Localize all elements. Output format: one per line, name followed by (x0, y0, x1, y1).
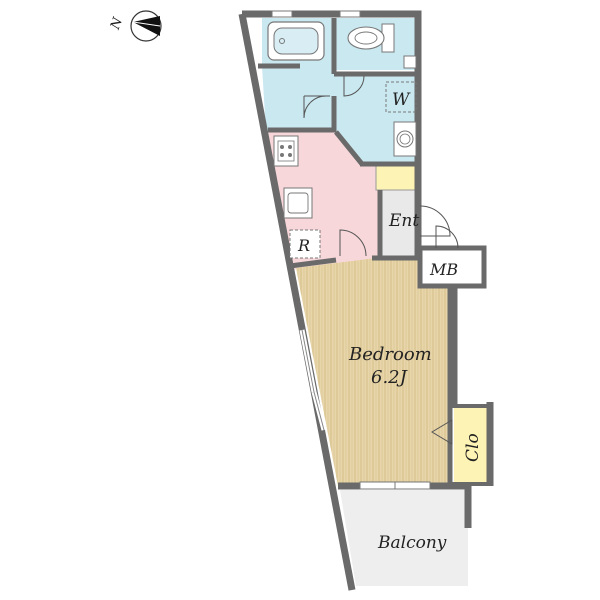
washing-machine-space: W (385, 81, 417, 113)
bedroom-area (296, 258, 450, 486)
washbasin-icon (393, 121, 417, 157)
washroom-label: W (392, 90, 411, 110)
balcony-area (340, 490, 468, 586)
toilet-icon (347, 23, 395, 53)
shoe-cabinet (375, 165, 419, 191)
bedroom-label: Bedroom (348, 344, 432, 365)
refrigerator-label: R (297, 236, 310, 255)
bedroom-size: 6.2J (371, 367, 409, 388)
interior-walls (258, 18, 492, 486)
north-arrow-icon: N (108, 10, 162, 42)
balcony-label: Balcony (377, 533, 447, 553)
meter-box-outline (417, 245, 487, 289)
meter-box-label: MB (429, 260, 458, 279)
closet-label: Clo (463, 433, 483, 462)
stove-icon (273, 135, 299, 167)
doors (303, 75, 459, 445)
pipe-shaft (403, 55, 417, 69)
refrigerator-space: R (289, 229, 321, 259)
compass-label: N (108, 15, 127, 32)
windows (271, 10, 431, 490)
kitchen-sink-icon (283, 187, 313, 219)
exterior-walls (238, 10, 494, 591)
meter-box-area (420, 248, 484, 284)
entrance-label: Ent (388, 211, 419, 231)
washroom-area (262, 66, 418, 162)
entrance-area (382, 190, 418, 256)
bathtub-icon (267, 21, 325, 61)
closet-area (454, 408, 490, 484)
